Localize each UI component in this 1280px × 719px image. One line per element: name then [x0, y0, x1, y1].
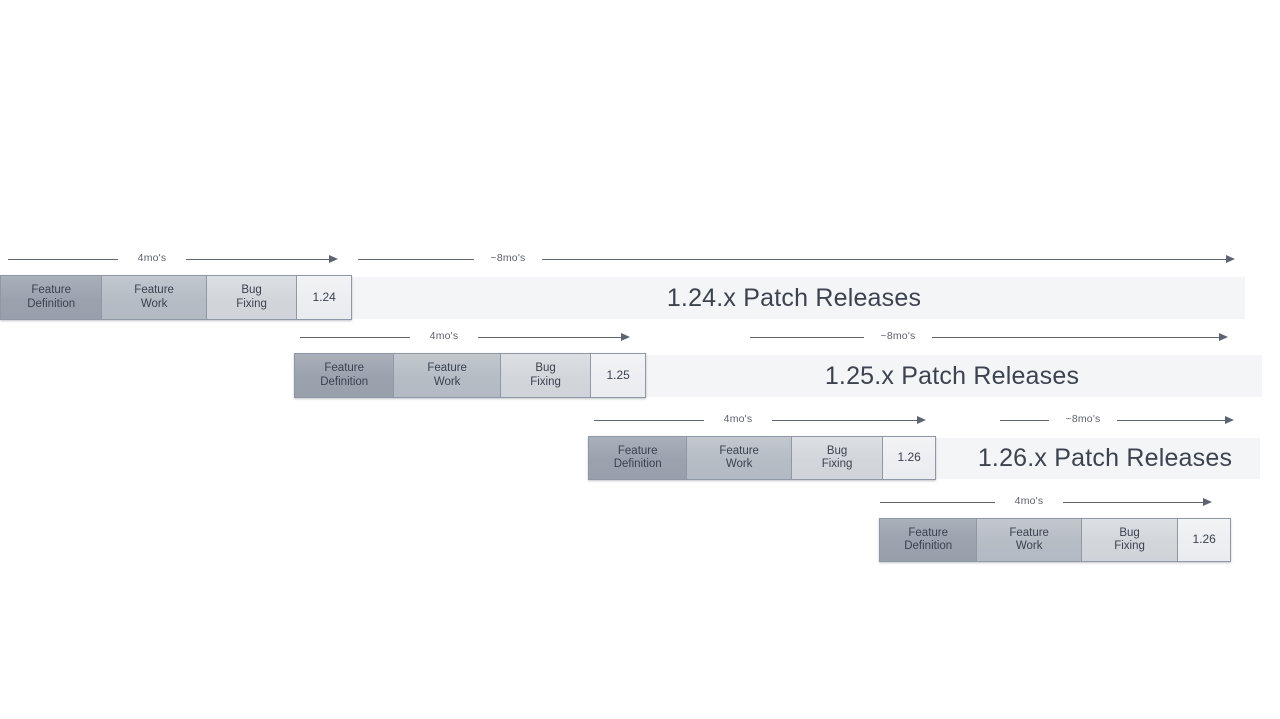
dimension-line-dev-duration: 4mo's [880, 495, 1212, 510]
phase-version-tag-label: 1.26 [897, 450, 921, 465]
dimension-label: 4mo's [1014, 495, 1044, 507]
dimension-line-patch-duration: ~8mo's [1000, 413, 1234, 428]
dimension-line-right-segment [1117, 420, 1225, 421]
phase-version-tag[interactable]: 1.25 [591, 354, 645, 397]
patch-release-label: 1.25.x Patch Releases [824, 361, 1080, 390]
phase-feature-work-label: Feature [134, 284, 174, 296]
dimension-label: ~8mo's [490, 252, 526, 264]
dimension-line-right-segment [542, 259, 1226, 260]
phase-version-tag[interactable]: 1.24 [297, 276, 351, 319]
dimension-line-right-segment [186, 259, 329, 260]
phase-feature-work-label: Feature [427, 362, 467, 374]
phase-bug-fixing-label: Fixing [236, 297, 267, 310]
phase-version-tag[interactable]: 1.26 [1178, 519, 1230, 561]
dimension-arrowhead-icon [1219, 333, 1228, 342]
phase-feature-definition-label: Definition [320, 375, 369, 388]
dimension-line-left-segment [8, 259, 118, 260]
phase-version-tag-label: 1.24 [312, 289, 336, 304]
phase-feature-work-label: Feature [1009, 526, 1049, 539]
phase-bug-fixing-label: Fixing [1114, 540, 1145, 552]
dimension-line-right-segment [478, 337, 621, 338]
dimension-line-right-segment [932, 337, 1219, 338]
dimension-arrowhead-icon [1225, 416, 1234, 425]
phase-version-tag-label: 1.25 [606, 367, 630, 382]
phase-feature-definition-label: Definition [613, 458, 662, 470]
dimension-line-left-segment [880, 502, 995, 503]
phase-feature-definition-label: Definition [904, 540, 953, 552]
dimension-line-left-segment [1000, 420, 1049, 421]
phase-feature-work-label: Work [433, 375, 461, 388]
dimension-arrowhead-icon [1203, 498, 1212, 507]
dimension-line-left-segment [300, 337, 410, 338]
dimension-line-left-segment [594, 420, 704, 421]
phase-bug-fixing-label: Bug [241, 284, 262, 296]
dimension-line-dev-duration: 4mo's [8, 252, 338, 267]
patch-release-label: 1.26.x Patch Releases [977, 444, 1233, 472]
dimension-label: ~8mo's [1065, 413, 1101, 425]
phase-feature-work-label: Work [140, 297, 168, 310]
dimension-line-patch-duration: ~8mo's [750, 330, 1228, 345]
phase-feature-work-label: Feature [719, 444, 759, 457]
patch-release-label: 1.24.x Patch Releases [666, 283, 922, 312]
phase-version-tag-label: 1.26 [1192, 532, 1216, 547]
phase-bug-fixing-label: Bug [535, 362, 556, 374]
dimension-line-dev-duration: 4mo's [594, 413, 926, 428]
dimension-label: 4mo's [137, 252, 167, 264]
phase-bug-fixing-label: Fixing [530, 375, 561, 388]
dimension-label: 4mo's [429, 330, 459, 342]
dimension-label: 4mo's [723, 413, 753, 425]
dimension-line-right-segment [1063, 502, 1203, 503]
dimension-line-left-segment [750, 337, 864, 338]
dimension-arrowhead-icon [621, 333, 630, 342]
phase-feature-definition-label: Feature [31, 284, 72, 296]
phase-bug-fixing-label: Bug [1119, 526, 1140, 539]
phase-feature-definition-label: Feature [617, 444, 658, 457]
phase-bug-fixing-label: Fixing [821, 458, 853, 470]
dimension-arrowhead-icon [329, 255, 338, 264]
phase-version-tag[interactable]: 1.26 [883, 437, 935, 479]
phase-feature-work-label: Work [725, 458, 753, 470]
phase-feature-work-label: Work [1015, 540, 1043, 552]
phase-feature-definition-label: Feature [908, 526, 949, 539]
dimension-line-patch-duration: ~8mo's [358, 252, 1235, 267]
phase-feature-definition-label: Definition [27, 297, 76, 310]
dimension-line-right-segment [772, 420, 917, 421]
phase-feature-definition-label: Feature [324, 362, 365, 374]
dimension-line-left-segment [358, 259, 474, 260]
dimension-arrowhead-icon [917, 416, 926, 425]
dimension-arrowhead-icon [1226, 255, 1235, 264]
dimension-label: ~8mo's [880, 330, 916, 342]
phase-bug-fixing-label: Bug [826, 444, 848, 457]
dimension-line-dev-duration: 4mo's [300, 330, 630, 345]
